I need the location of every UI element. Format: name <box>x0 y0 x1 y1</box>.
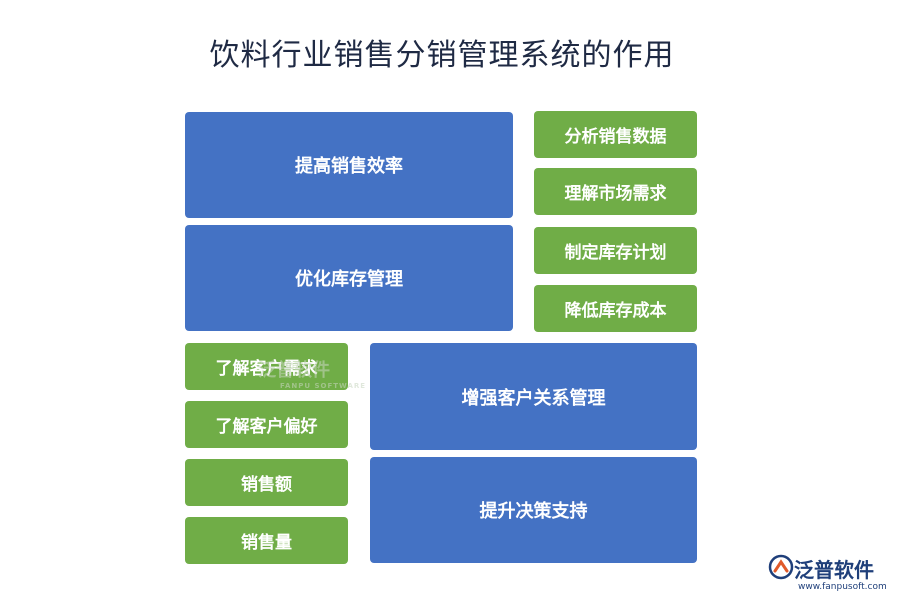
item-sales-amount: 销售额 <box>185 459 348 506</box>
item-reduce-inventory-cost: 降低库存成本 <box>534 285 697 332</box>
item-inventory-plan: 制定库存计划 <box>534 227 697 274</box>
block-optimize-inventory: 优化库存管理 <box>185 225 513 331</box>
item-understand-customer-preferences: 了解客户偏好 <box>185 401 348 448</box>
item-understand-market-demand: 理解市场需求 <box>534 168 697 215</box>
logo-name: 泛普软件 <box>794 558 874 582</box>
item-sales-volume: 销售量 <box>185 517 348 564</box>
block-customer-relationship: 增强客户关系管理 <box>370 343 697 450</box>
block-improve-sales-efficiency: 提高销售效率 <box>185 112 513 218</box>
fanpu-logo-icon <box>768 554 794 580</box>
brand-logo: 泛普软件 www.fanpusoft.com <box>768 552 890 596</box>
block-decision-support: 提升决策支持 <box>370 457 697 563</box>
item-analyze-sales-data: 分析销售数据 <box>534 111 697 158</box>
diagram-title: 饮料行业销售分销管理系统的作用 <box>209 38 675 73</box>
item-understand-customer-needs: 了解客户需求 <box>185 343 348 390</box>
logo-url: www.fanpusoft.com <box>798 582 887 592</box>
